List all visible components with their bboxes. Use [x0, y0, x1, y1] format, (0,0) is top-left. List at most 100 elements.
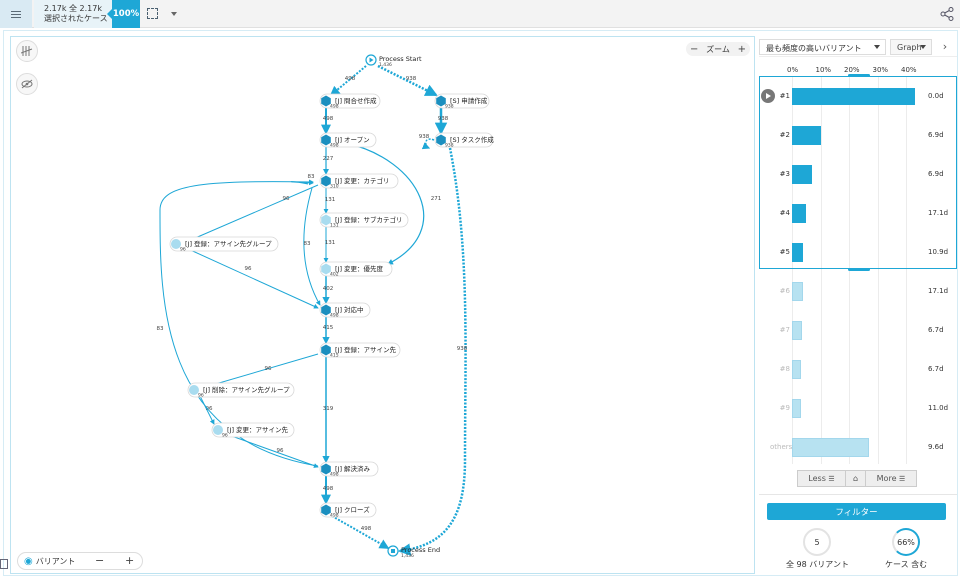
variant-label[interactable]: #6: [779, 287, 790, 295]
variant-label[interactable]: #4: [779, 209, 790, 217]
node-label: [J] オープン: [335, 136, 370, 144]
edge-count-label: 938: [457, 346, 468, 352]
edge-n3-n8[interactable]: [345, 142, 425, 265]
less-button[interactable]: Less ☰: [798, 471, 846, 486]
play-icon[interactable]: [761, 89, 775, 103]
variant-bar[interactable]: [792, 87, 915, 105]
node-count: 96: [198, 393, 204, 399]
variant-bar[interactable]: [792, 203, 807, 223]
edge-n7-n9[interactable]: [185, 247, 319, 309]
variant-bar[interactable]: [792, 164, 812, 184]
gridline: [792, 76, 793, 464]
chat-icon[interactable]: [0, 559, 8, 569]
selection-drag-handle[interactable]: [848, 74, 870, 77]
variant-sort-dropdown[interactable]: 最も頻度の高いバリアント: [759, 39, 886, 55]
filter-button[interactable]: フィルター: [767, 503, 946, 520]
tally-icon[interactable]: [16, 40, 38, 62]
node-count: 498: [330, 313, 339, 319]
edge-n10-n11[interactable]: [201, 353, 319, 390]
gridline: [906, 76, 907, 464]
edge-n4-end[interactable]: [397, 147, 467, 556]
edge-count-label: 498: [361, 526, 372, 532]
node-count: 498: [330, 513, 339, 519]
eye-off-icon[interactable]: [16, 73, 38, 95]
selection-tool-icon[interactable]: [147, 8, 158, 19]
next-panel-button[interactable]: ›: [942, 40, 948, 53]
home-icon[interactable]: ⌂: [846, 471, 866, 486]
node-label: [J] 登録：アサイン先: [335, 345, 397, 354]
edge-start-n1[interactable]: [329, 65, 367, 97]
chevron-down-icon[interactable]: [171, 12, 177, 16]
case-count: 2.17k 全 2.17k: [44, 4, 102, 13]
node-count: 498: [330, 472, 339, 478]
node-count: 96: [222, 433, 228, 439]
node-label: [S] 申請作成: [450, 96, 488, 105]
edge-n12-n13[interactable]: [225, 433, 319, 468]
variant-label[interactable]: #1: [779, 92, 790, 100]
more-button[interactable]: More ☰: [866, 471, 916, 486]
zoom-in-button[interactable]: +: [737, 43, 746, 55]
edge-count-label: 498: [345, 76, 356, 82]
variant-label[interactable]: #9: [779, 404, 790, 412]
process-map-canvas[interactable]: [10, 36, 755, 574]
variant-bar[interactable]: [792, 242, 804, 262]
edge-count-label: 131: [325, 240, 336, 246]
variant-bar[interactable]: [792, 398, 801, 418]
menu-icon[interactable]: [0, 0, 32, 28]
edge-n14-end[interactable]: [331, 515, 390, 549]
variant-label[interactable]: #7: [779, 326, 790, 334]
node-count: 498: [330, 143, 339, 149]
zoom-control: − ズーム +: [686, 42, 750, 56]
selection-drag-handle[interactable]: [848, 268, 870, 271]
variant-duration: 9.6d: [928, 443, 944, 451]
variant-label[interactable]: #5: [779, 248, 790, 256]
variant-label[interactable]: #3: [779, 170, 790, 178]
edge-count-label: 96: [277, 448, 284, 454]
case-summary: 2.17k 全 2.17k 選択されたケース: [34, 0, 112, 28]
edge-n4-n4[interactable]: [421, 138, 435, 150]
view-mode-dropdown[interactable]: Graph: [890, 39, 932, 55]
edge-count-label: 83: [157, 326, 164, 332]
edge-n5-n7[interactable]: [185, 184, 319, 243]
variant-duration: 17.1d: [928, 209, 949, 217]
node-count: 310: [330, 184, 339, 190]
edge-n5-n9[interactable]: [303, 187, 321, 306]
variant-bar[interactable]: [792, 125, 821, 145]
variant-bar[interactable]: [792, 281, 804, 301]
share-icon[interactable]: [940, 7, 954, 21]
edge-count-label: 498: [323, 116, 334, 122]
variant-increase-button[interactable]: +: [125, 554, 135, 567]
variant-bar[interactable]: [792, 437, 869, 457]
variant-label[interactable]: #2: [779, 131, 790, 139]
node-count: 938: [445, 143, 454, 149]
variant-bar[interactable]: [792, 359, 801, 379]
variant-label[interactable]: others: [770, 443, 793, 451]
edge-count-label: 227: [323, 156, 334, 162]
node-label: [J] 解決済み: [335, 464, 371, 473]
node-label: [J] 削除：アサイン先グループ: [203, 385, 290, 394]
variant-count-caption: 全 98 バリアント: [786, 560, 849, 569]
case-coverage-circle: 66%: [892, 528, 920, 556]
variant-decrease-button[interactable]: −: [95, 554, 105, 567]
variant-bar[interactable]: [792, 320, 802, 340]
zoom-out-button[interactable]: −: [690, 43, 699, 55]
edge-n11-n12[interactable]: [199, 395, 215, 425]
edge-start-n2[interactable]: [377, 64, 438, 97]
variant-label[interactable]: #8: [779, 365, 790, 373]
